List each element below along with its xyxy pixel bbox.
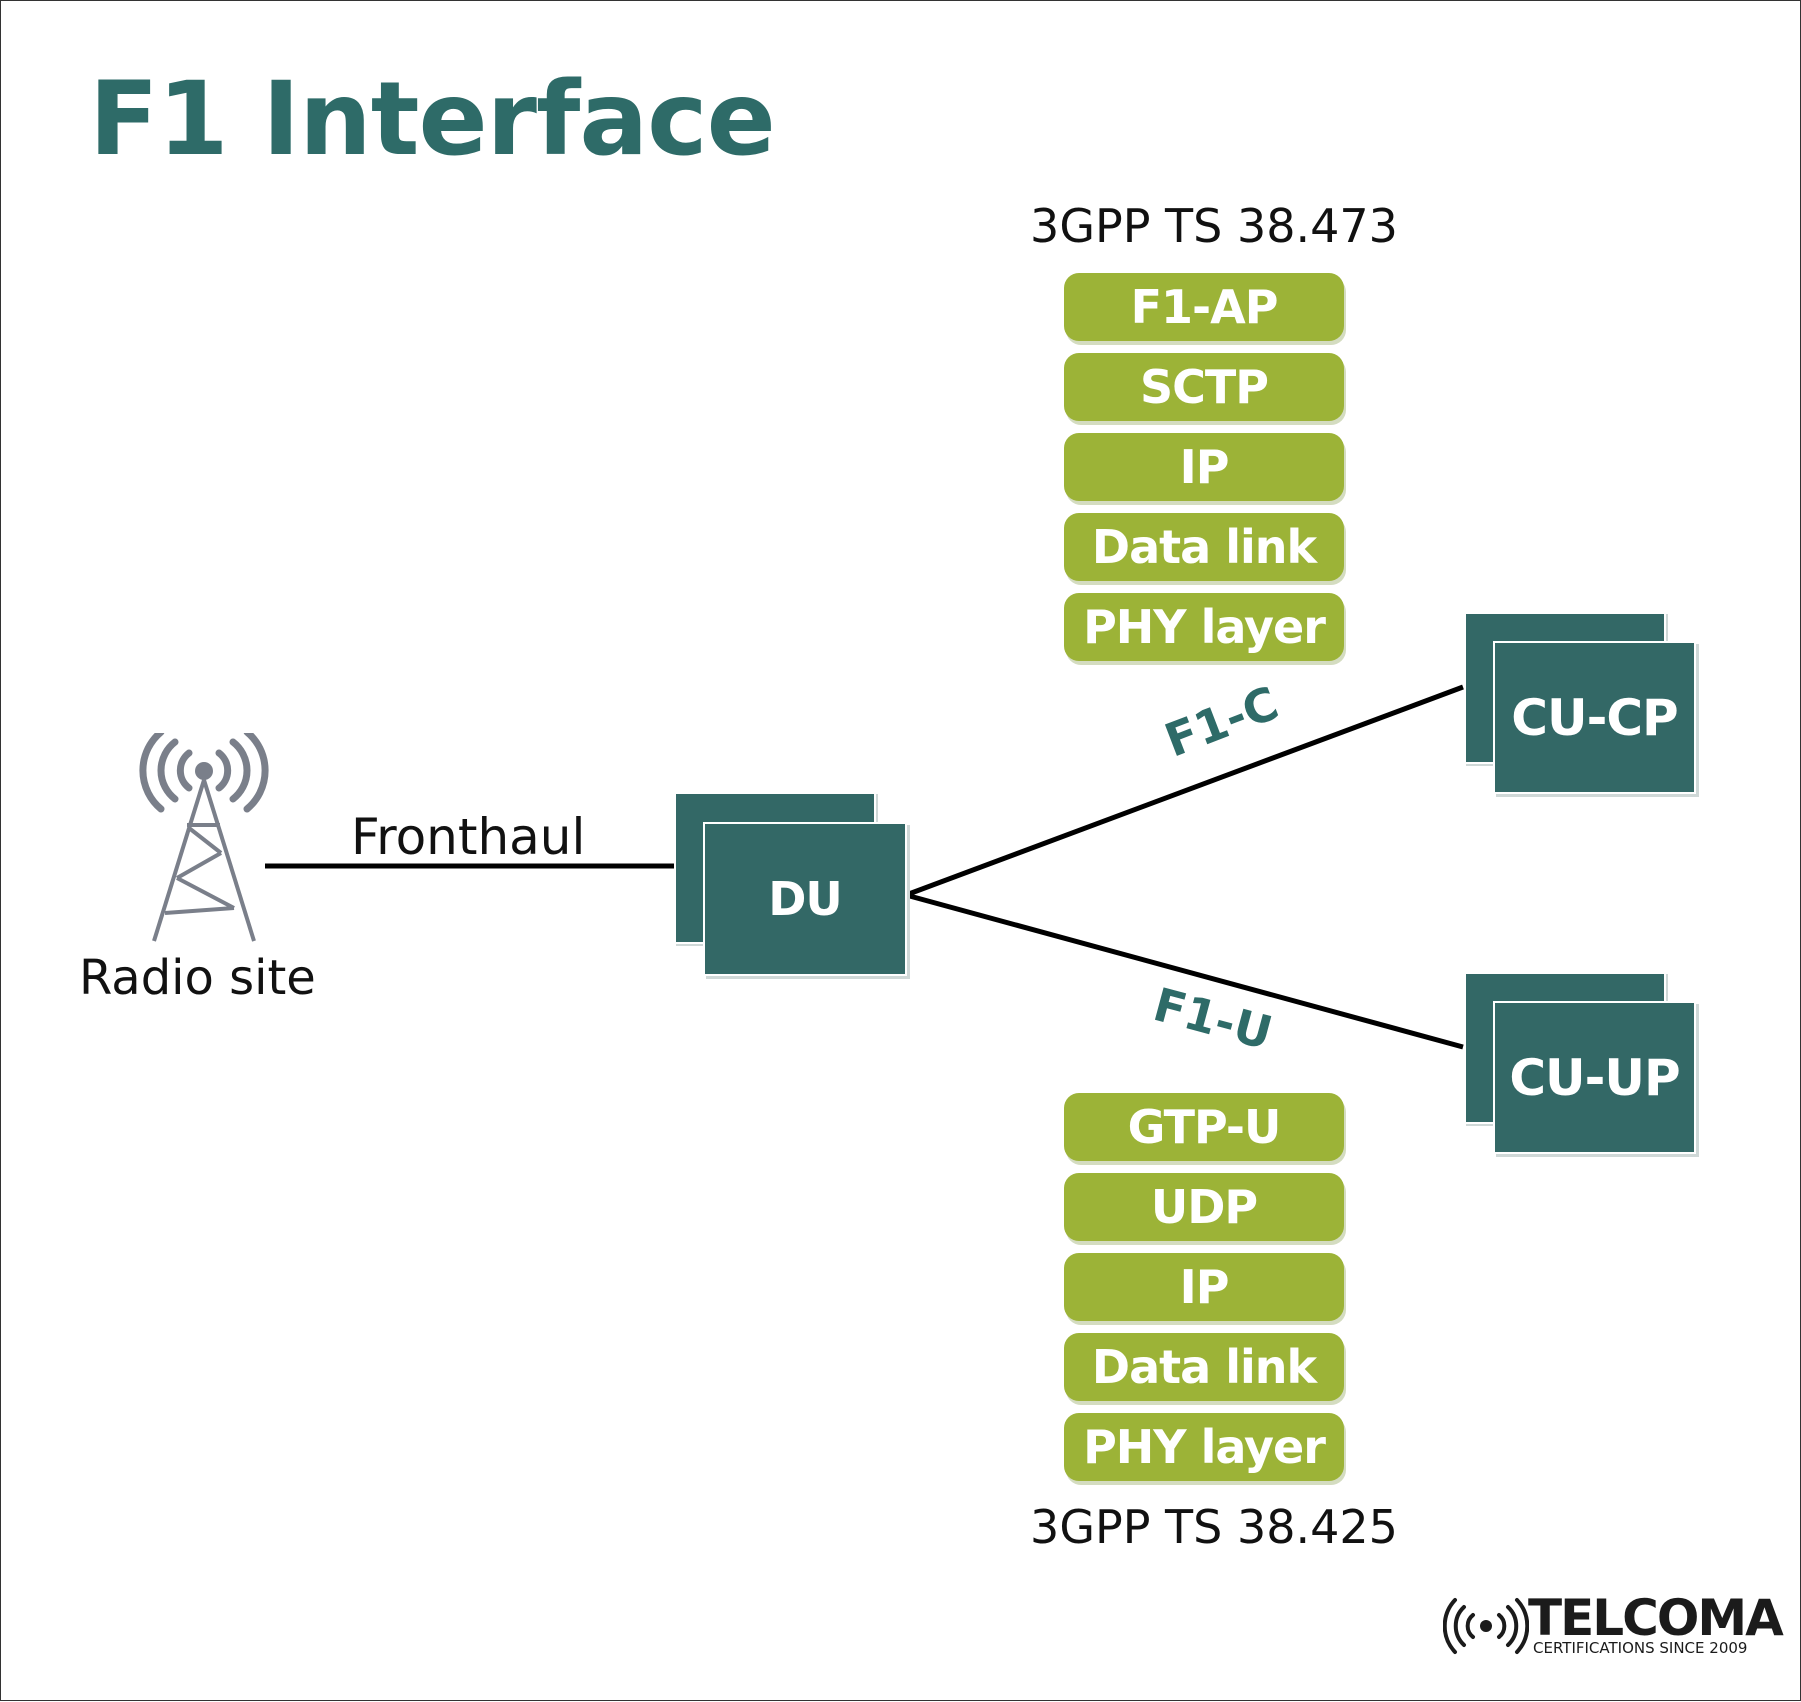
control-plane-spec: 3GPP TS 38.473 xyxy=(1030,199,1398,253)
control-plane-stack: F1-AP SCTP IP Data link PHY layer xyxy=(1064,273,1345,673)
telcoma-signal-icon xyxy=(1443,1598,1529,1654)
layer-data-link: Data link xyxy=(1064,1333,1344,1401)
layer-sctp: SCTP xyxy=(1064,353,1344,421)
user-plane-stack: GTP-U UDP IP Data link PHY layer xyxy=(1064,1093,1345,1493)
user-plane-spec: 3GPP TS 38.425 xyxy=(1030,1500,1398,1554)
page-title: F1 Interface xyxy=(89,60,776,179)
fronthaul-label: Fronthaul xyxy=(351,808,586,866)
cu-cp-node: CU-CP xyxy=(1493,641,1696,794)
f1-c-link-line xyxy=(905,684,1464,898)
layer-phy: PHY layer xyxy=(1064,1413,1344,1481)
layer-udp: UDP xyxy=(1064,1173,1344,1241)
logo-tagline: CERTIFICATIONS SINCE 2009 xyxy=(1533,1639,1748,1657)
layer-ip: IP xyxy=(1064,433,1344,501)
layer-ip: IP xyxy=(1064,1253,1344,1321)
radio-site-label: Radio site xyxy=(79,950,316,1006)
du-node: DU xyxy=(703,822,907,976)
radio-tower-icon xyxy=(139,733,269,942)
layer-f1-ap: F1-AP xyxy=(1064,273,1344,341)
logo-wordmark: TELCOMA xyxy=(1528,1589,1784,1647)
f1-u-link-line xyxy=(905,892,1464,1050)
cu-up-node: CU-UP xyxy=(1493,1001,1696,1154)
layer-data-link: Data link xyxy=(1064,513,1344,581)
layer-gtp-u: GTP-U xyxy=(1064,1093,1344,1161)
layer-phy: PHY layer xyxy=(1064,593,1344,661)
